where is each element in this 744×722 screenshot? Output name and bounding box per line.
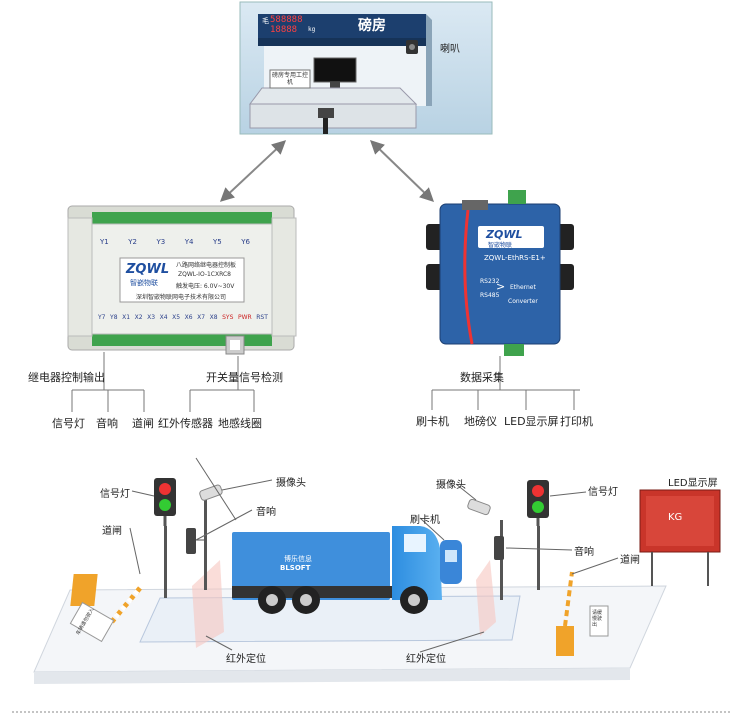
relay-model: ZQWL-IO-1CXRC8 xyxy=(178,271,231,278)
converter-converter-label: Converter xyxy=(508,298,538,305)
relay-brand: ZQWL xyxy=(126,262,170,277)
display-unit: kg xyxy=(308,26,316,33)
display-prefix: 毛 xyxy=(262,17,269,25)
collect-item-card: 刷卡机 xyxy=(416,415,449,428)
converter-illustration xyxy=(426,190,574,356)
converter-brand-cn: 智嵌物联 xyxy=(488,242,513,249)
scene-right-gate: 道闸 xyxy=(620,555,640,566)
relay-input-sys: SYS xyxy=(222,314,234,321)
display-value-2: 18888 xyxy=(270,25,298,35)
scene-left-gate: 道闸 xyxy=(102,526,122,537)
relay-input-label: 开关量信号检测 xyxy=(206,371,283,384)
relay-output-y2: Y2 xyxy=(128,238,137,246)
relay-output-y3: Y3 xyxy=(156,238,166,246)
collect-label: 数据采集 xyxy=(460,371,504,384)
scene-sound-left: 音响 xyxy=(256,507,276,518)
scene-sound-right: 音响 xyxy=(574,547,594,558)
converter-chevron-icon: > xyxy=(496,280,506,293)
relay-output-y4: Y4 xyxy=(184,238,194,246)
scene-led-screen: LED显示屏 xyxy=(668,478,718,489)
relay-input-y7: Y7 xyxy=(98,314,106,321)
input-item-loop: 地感线圈 xyxy=(218,417,262,430)
relay-input-x5: X5 xyxy=(172,314,181,321)
relay-input-y8: Y8 xyxy=(110,314,118,321)
weighroom-title: 磅房 xyxy=(358,18,386,34)
link-arrow-right xyxy=(369,140,435,202)
relay-company: 深圳智嵌物联网电子技术有限公司 xyxy=(136,294,227,301)
scene-card-reader: 刷卡机 xyxy=(410,515,440,526)
input-item-infrared: 红外传感器 xyxy=(158,417,213,430)
scene-right-sign: 请缓慢驶出 xyxy=(592,610,603,628)
workstation-label: 磅房专用工控机 xyxy=(272,72,309,86)
converter-rs232: RS232 xyxy=(480,278,500,285)
scene-infrared-left: 红外定位 xyxy=(226,654,266,665)
output-item-light: 信号灯 xyxy=(52,417,85,430)
relay-input-rst: RST xyxy=(256,314,268,321)
relay-input-x1: X1 xyxy=(122,314,131,321)
relay-brand-cn: 智嵌物联 xyxy=(130,279,158,287)
relay-voltage: 触发电压: 6.0V~30V xyxy=(176,283,235,290)
relay-input-pwr: PWR xyxy=(237,314,252,321)
weighroom-illustration xyxy=(239,1,493,135)
weighroom-display: 毛 588888 18888 kg xyxy=(262,15,316,36)
connection-tree xyxy=(71,352,580,412)
relay-input-x7: X7 xyxy=(197,314,206,321)
converter-model: ZQWL-EthRS-E1+ xyxy=(484,254,546,262)
converter-rs485: RS485 xyxy=(480,292,500,299)
collect-item-scale: 地磅仪 xyxy=(464,415,497,428)
relay-output-y1: Y1 xyxy=(100,238,109,246)
relay-board-illustration xyxy=(67,205,297,355)
display-value-1: 588888 xyxy=(270,15,303,25)
output-item-gate: 道闸 xyxy=(132,417,154,430)
output-item-sound: 音响 xyxy=(96,417,118,430)
relay-input-row: Y7 Y8 X1 X2 X3 X4 X5 X6 X7 X8 SYS PWR RS… xyxy=(98,314,268,326)
relay-output-y6: Y6 xyxy=(241,238,250,246)
scene-right-light: 信号灯 xyxy=(588,487,618,498)
relay-output-row: Y1 Y2 Y3 Y4 Y5 Y6 xyxy=(100,238,250,250)
speaker-label: 喇叭 xyxy=(440,44,460,55)
link-arrow-left xyxy=(219,140,287,202)
scene-camera-left: 摄像头 xyxy=(276,478,306,489)
relay-output-label: 继电器控制输出 xyxy=(28,371,105,384)
relay-input-x8: X8 xyxy=(209,314,218,321)
relay-input-x6: X6 xyxy=(184,314,193,321)
relay-title: 八路网络继电器控制板 xyxy=(176,262,237,269)
scene-led-value: KG xyxy=(668,512,683,523)
scene-infrared-right: 红外定位 xyxy=(406,654,446,665)
collect-item-led: LED显示屏 xyxy=(504,415,559,428)
relay-input-x2: X2 xyxy=(134,314,143,321)
relay-input-x4: X4 xyxy=(159,314,168,321)
scene-camera-right: 摄像头 xyxy=(436,480,466,491)
relay-output-y5: Y5 xyxy=(213,238,222,246)
scene-truck-brand: 博乐信息 xyxy=(284,555,312,563)
converter-brand: ZQWL xyxy=(486,228,523,241)
collect-item-printer: 打印机 xyxy=(560,415,593,428)
weighbridge-scene xyxy=(33,457,721,684)
scene-left-light: 信号灯 xyxy=(100,489,130,500)
relay-input-x3: X3 xyxy=(147,314,156,321)
converter-ethernet: Ethernet xyxy=(510,284,536,291)
scene-truck-brand-en: BLSOFT xyxy=(280,564,311,572)
